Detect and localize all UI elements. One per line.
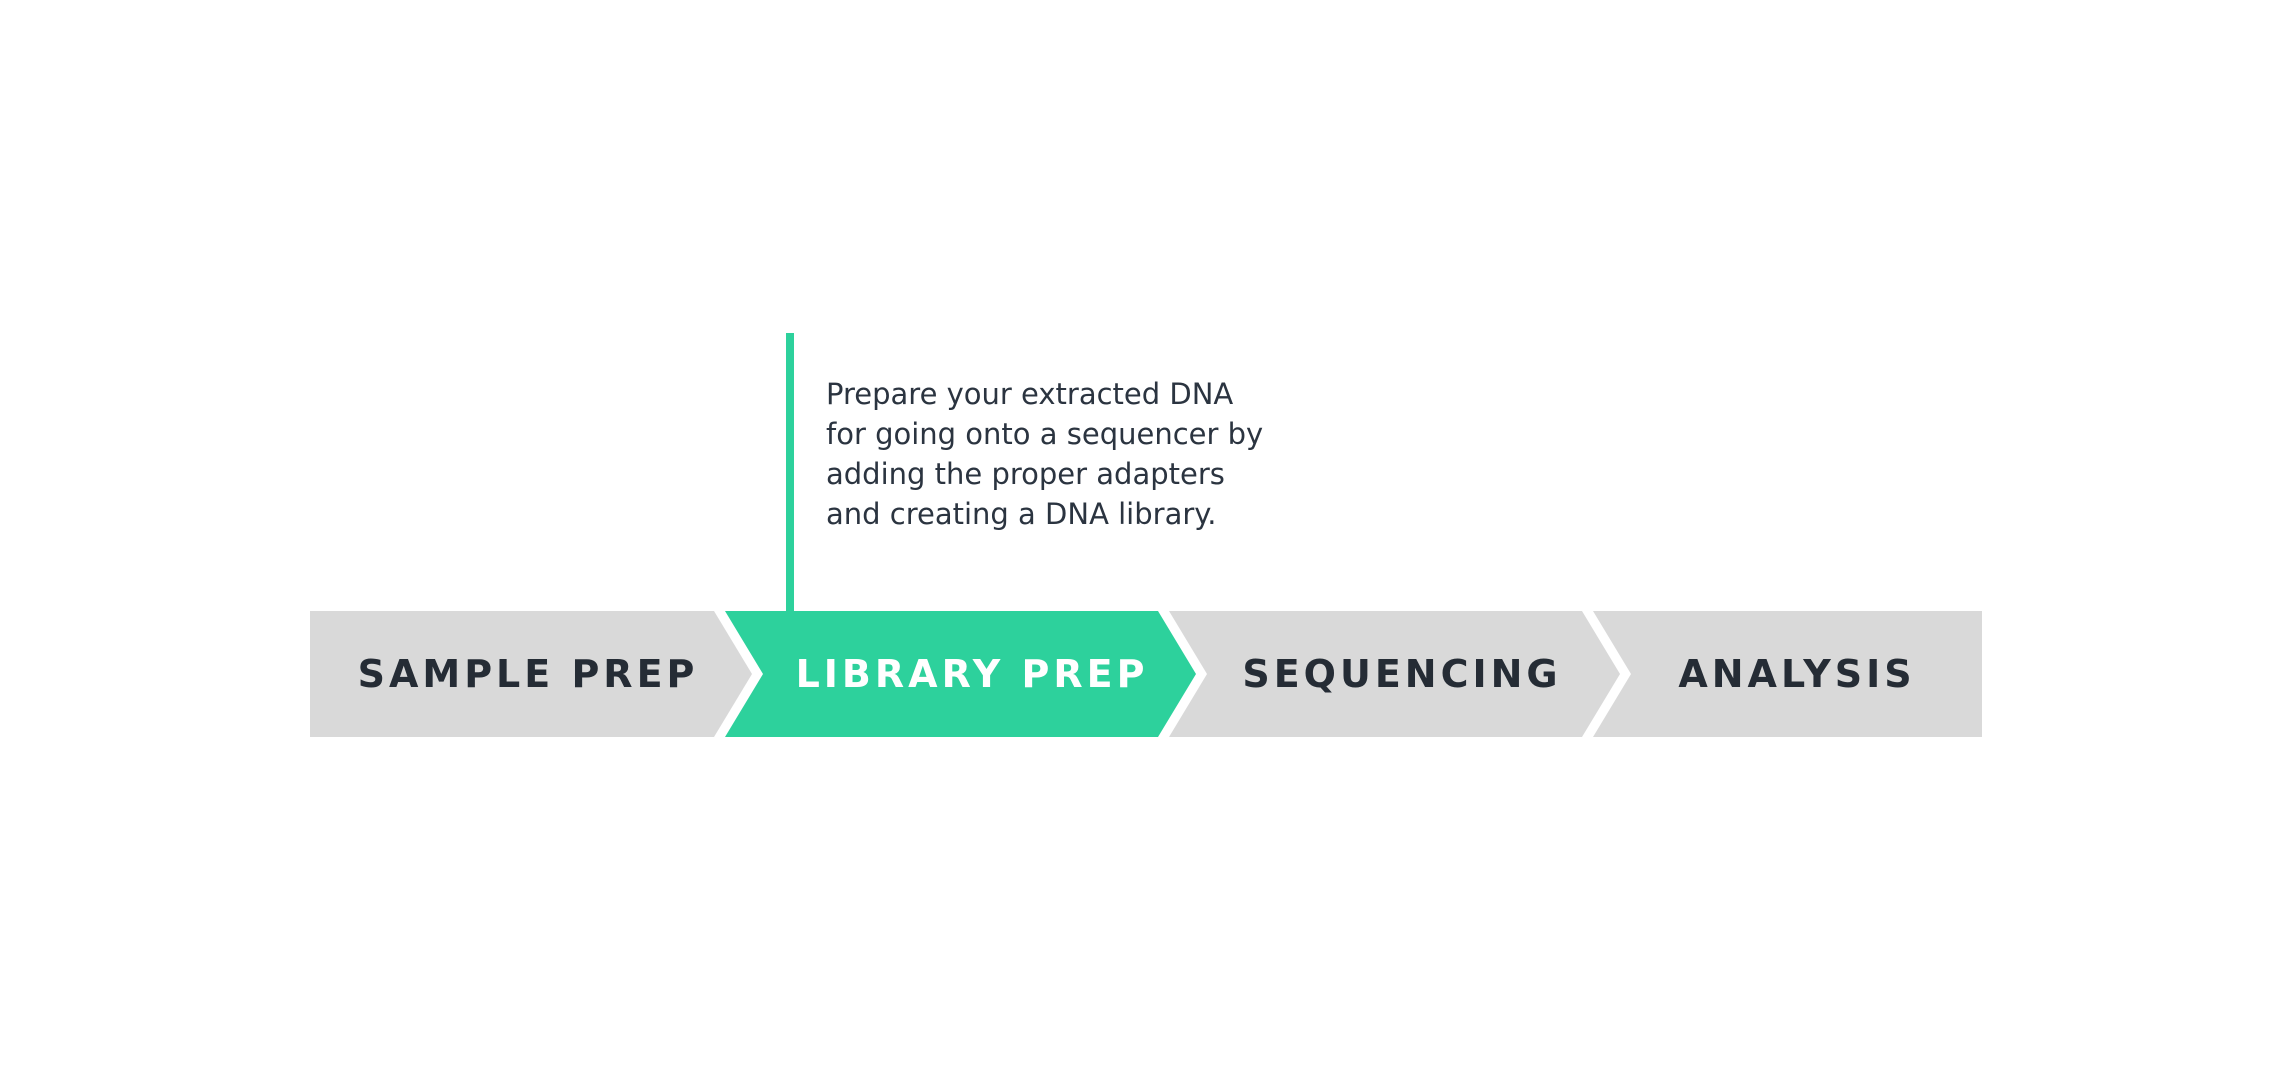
step-label: LIBRARY PREP (796, 652, 1149, 696)
step-analysis: ANALYSIS (1593, 611, 1982, 737)
step-sequencing: SEQUENCING (1169, 611, 1620, 737)
step-shape (1169, 611, 1620, 737)
step-shape (1593, 611, 1982, 737)
step-label: SAMPLE PREP (358, 652, 699, 696)
callout-line (786, 333, 794, 612)
description-line: Prepare your extracted DNA (826, 377, 1234, 411)
step-sample-prep: SAMPLE PREP (310, 611, 752, 737)
step-shape (725, 611, 1196, 737)
step-library-prep: LIBRARY PREP (725, 611, 1196, 737)
step-description: Prepare your extracted DNA for going ont… (826, 374, 1264, 534)
description-line: and creating a DNA library. (826, 497, 1217, 531)
step-shape (310, 611, 752, 737)
step-label: ANALYSIS (1678, 652, 1915, 696)
description-line: adding the proper adapters (826, 457, 1225, 491)
description-line: for going onto a sequencer by (826, 417, 1264, 451)
step-label: SEQUENCING (1242, 652, 1561, 696)
